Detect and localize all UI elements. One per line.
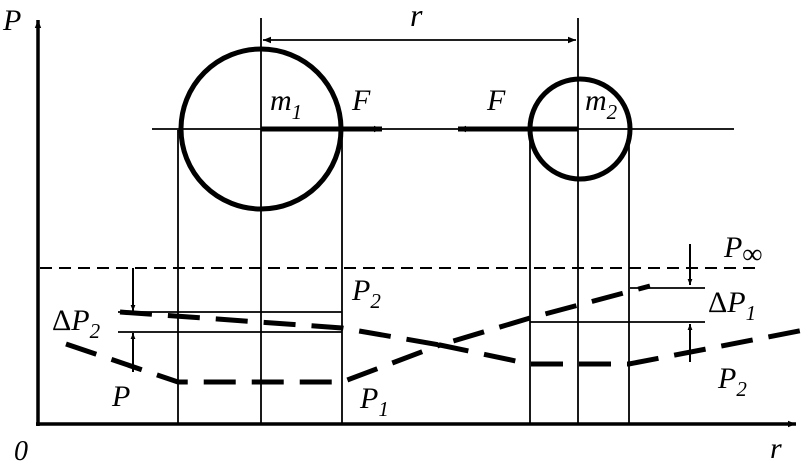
curve-label-p2-right: P2 <box>717 362 747 401</box>
sphere-m2-label: m2 <box>585 84 618 124</box>
origin-label: 0 <box>14 436 28 464</box>
y-axis-label: P <box>2 4 21 37</box>
distance-label: r <box>410 0 423 33</box>
curve-label-p1: P1 <box>359 382 389 421</box>
left-delta-label: ΔP2 <box>52 304 101 343</box>
curve-label-p2-left: P2 <box>351 274 381 313</box>
force-label-m2: F <box>486 84 506 117</box>
pressure-curve-p1 <box>65 327 804 385</box>
p-infinity-label: P∞ <box>723 231 762 270</box>
force-label-m1: F <box>351 84 371 117</box>
x-axis-label: r <box>770 432 782 464</box>
sphere-m1-label: m1 <box>270 84 302 124</box>
pressure-curve-p2 <box>119 283 651 348</box>
left-p-label: P <box>111 380 130 413</box>
right-delta-label: ΔP1 <box>708 286 756 325</box>
